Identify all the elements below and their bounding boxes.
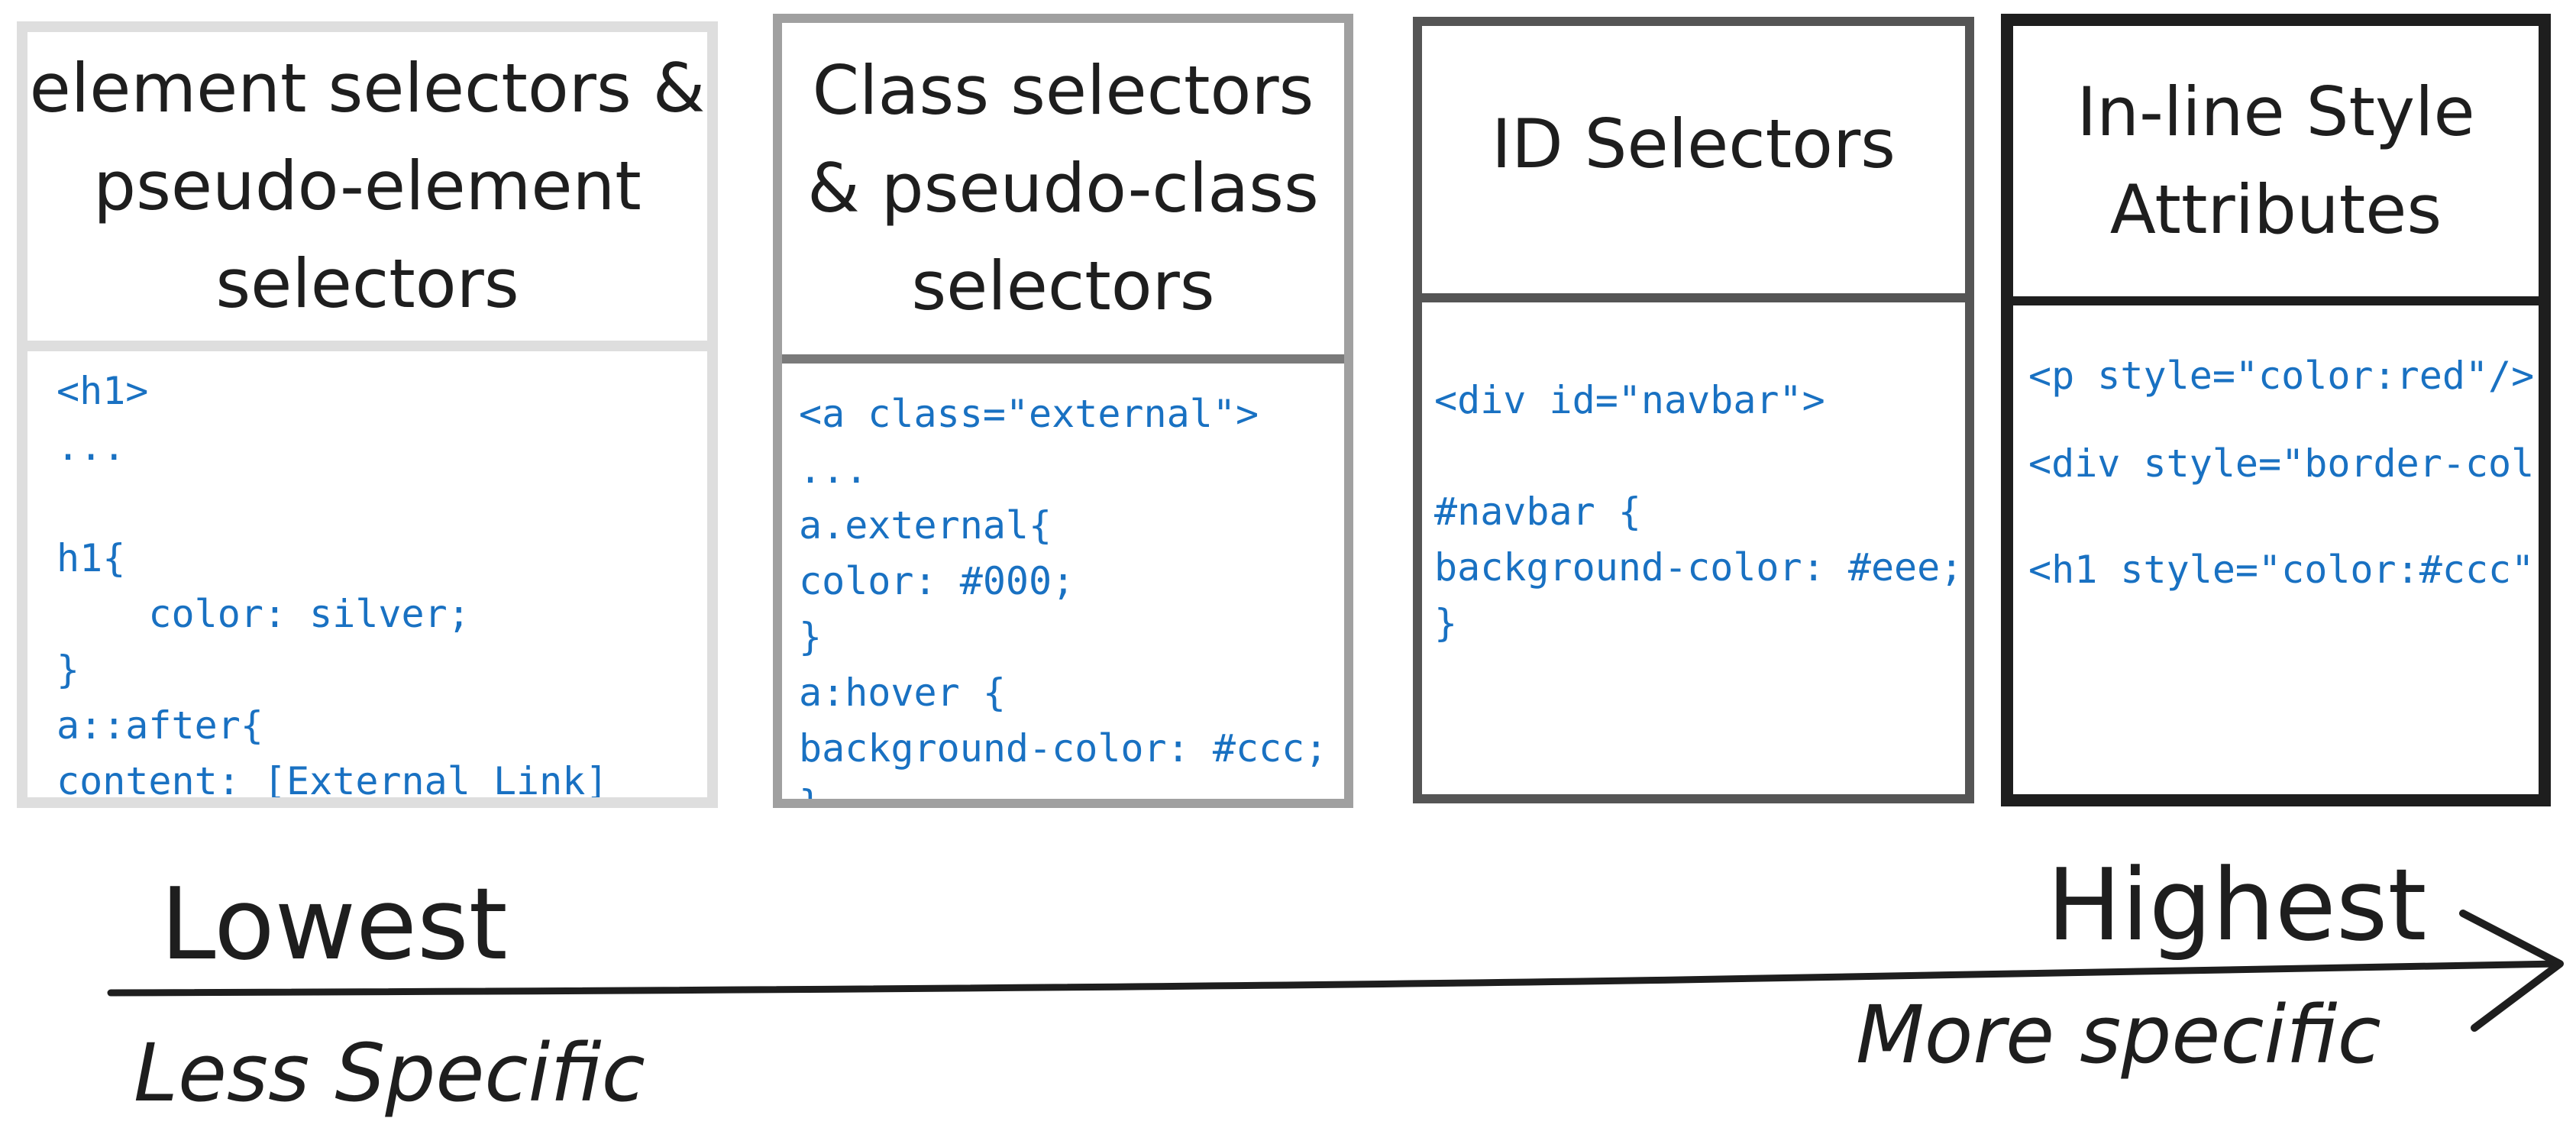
code-line: #navbar {	[1434, 490, 1641, 534]
code-line: <div id="navbar">	[1434, 378, 1825, 422]
code-line: }	[799, 615, 823, 659]
code-line: ...	[57, 425, 126, 469]
code-block: <div id="navbar"> #navbar { background-c…	[1422, 302, 1965, 794]
box-header: element selectors & pseudo-element selec…	[27, 32, 707, 351]
code-line: <p style="color:red"/>	[2028, 354, 2535, 398]
box-inline-style: In-line Style Attributes <p style="color…	[2001, 14, 2551, 806]
box-title: ID Selectors	[1491, 105, 1896, 183]
code-line: }	[799, 777, 1344, 799]
code-line: <a class="external">	[799, 392, 1259, 436]
code-block: <a class="external"> ... a.external{ col…	[782, 364, 1344, 799]
code-line: <div style="border-col	[2028, 441, 2535, 486]
code-line: <h1 style="color:#ccc"	[2028, 548, 2535, 592]
box-header: In-line Style Attributes	[2013, 26, 2539, 305]
code-line: content: [External Link]	[57, 759, 609, 797]
code-line: }	[57, 648, 80, 692]
code-line: color: #000;	[799, 559, 1075, 603]
code-line: color: silver;	[57, 592, 470, 636]
box-element-selectors: element selectors & pseudo-element selec…	[17, 21, 718, 808]
code-line: a:hover {	[799, 671, 1006, 715]
code-line: background-color: #ccc;	[799, 726, 1328, 771]
box-title: Class selectors & pseudo-class selectors	[807, 51, 1319, 325]
code-line: a.external{	[799, 503, 1052, 548]
code-line: background-color: #eee;	[1434, 545, 1964, 590]
box-class-selectors: Class selectors & pseudo-class selectors…	[773, 14, 1353, 808]
less-specific-caption: Less Specific	[134, 1026, 645, 1120]
code-line: }	[1434, 601, 1458, 645]
more-specific-caption: More specific	[1856, 988, 2381, 1081]
box-title: element selectors & pseudo-element selec…	[29, 49, 706, 323]
box-header: Class selectors & pseudo-class selectors	[782, 23, 1344, 364]
box-title: In-line Style Attributes	[2077, 73, 2475, 249]
box-id-selectors: ID Selectors <div id="navbar"> #navbar {…	[1413, 17, 1974, 803]
lowest-label: Lowest	[160, 866, 508, 982]
code-block: <p style="color:red"/> <div style="borde…	[2013, 305, 2539, 794]
box-header: ID Selectors	[1422, 26, 1965, 302]
arrow-head	[2459, 910, 2564, 1032]
code-line: ...	[799, 448, 868, 492]
code-line: <h1>	[57, 369, 149, 413]
arrow-shaft	[107, 960, 2562, 997]
code-line: h1{	[57, 536, 126, 580]
highest-label: Highest	[2047, 847, 2427, 963]
code-line: a::after{	[57, 703, 263, 748]
code-block: <h1> ... h1{ color: silver; } a::after{ …	[27, 351, 707, 797]
